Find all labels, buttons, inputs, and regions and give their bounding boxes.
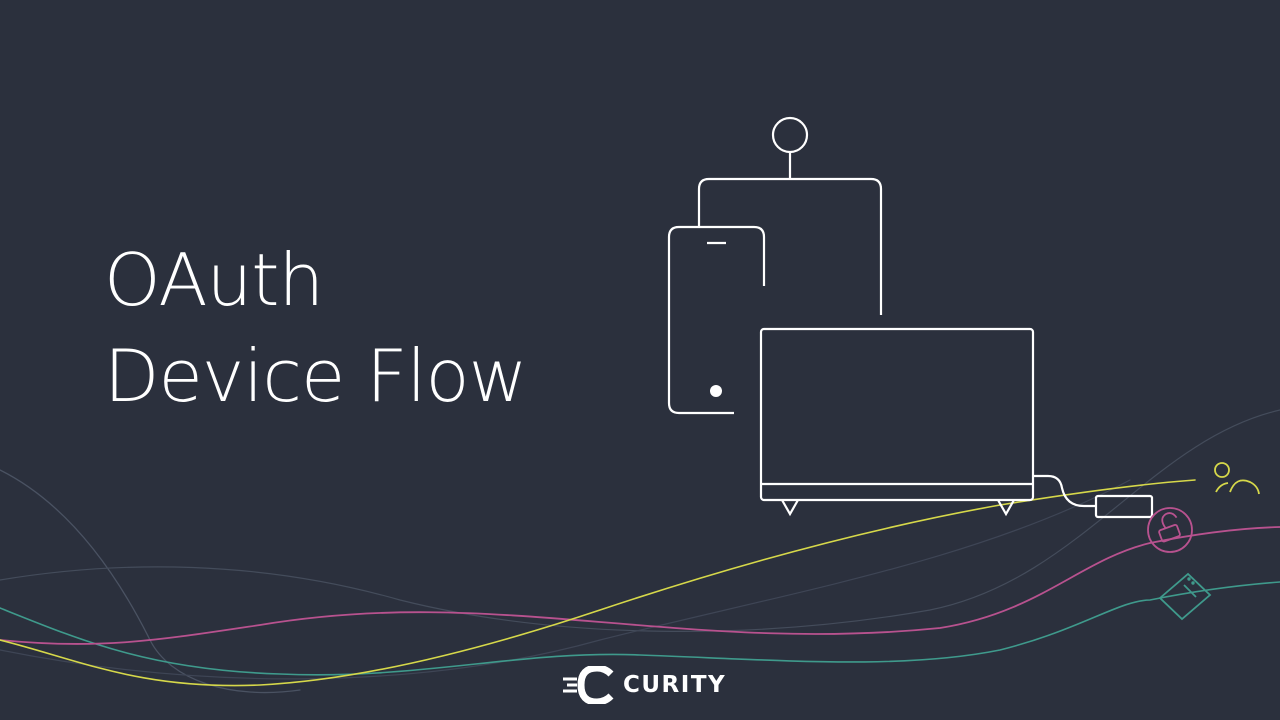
- tv-cable: [1033, 474, 1096, 508]
- tv-icon: [759, 327, 1035, 502]
- set-top-box-icon: [1094, 494, 1154, 519]
- lock-icon: [1147, 507, 1193, 553]
- curity-logo: CURITY: [561, 666, 726, 704]
- smartphone-icon: [667, 225, 766, 415]
- title-line-oauth: OAuth: [104, 238, 324, 322]
- title-line-device-flow: Device Flow: [104, 334, 527, 418]
- curity-logo-text: CURITY: [623, 672, 727, 698]
- user-avatar-icon: [771, 116, 809, 154]
- wave-yellow-line: [0, 479, 1196, 687]
- phone-home-button: [710, 385, 722, 397]
- tablet-icon: [697, 177, 883, 315]
- decorative-waves: [0, 409, 1280, 694]
- tv-foot-right: [997, 499, 1015, 517]
- device-illustration: [667, 116, 1154, 519]
- curity-logo-icon: [563, 666, 614, 704]
- slide-title: OAuth Device Flow: [104, 232, 527, 424]
- side-icons: [1147, 462, 1260, 621]
- users-icon: [1214, 462, 1260, 495]
- wave-pink-line: [0, 526, 1280, 645]
- ticket-icon: [1158, 572, 1212, 621]
- wave-grey-line-3: [0, 479, 1131, 680]
- wave-teal-line: [0, 581, 1280, 676]
- wave-grey-line-2: [0, 409, 1280, 632]
- tv-foot-left: [781, 499, 799, 517]
